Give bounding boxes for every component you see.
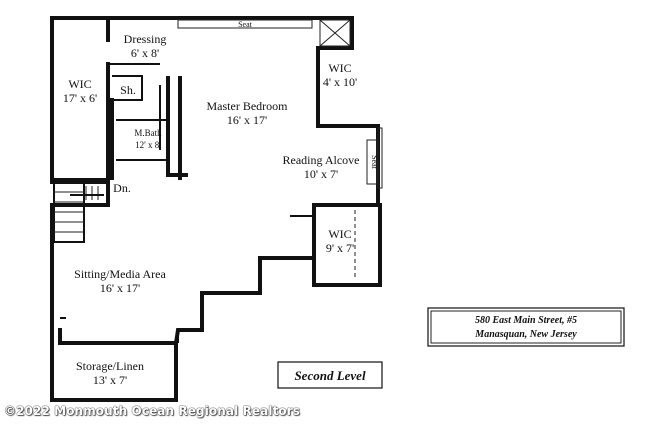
wic-left-name: WIC <box>68 77 91 91</box>
seat-top: Seat <box>177 19 313 29</box>
room-labels: Dressing 6' x 8' WIC 17' x 6' Sh. M.Bath… <box>63 32 360 387</box>
wic-left-size: 17' x 6' <box>63 91 97 105</box>
wic-right-bottom-name: WIC <box>328 227 351 241</box>
interior-walls <box>50 16 314 343</box>
sitting-media-size: 16' x 17' <box>100 281 140 295</box>
shower-label: Sh. <box>120 83 136 97</box>
dressing-name: Dressing <box>124 32 167 46</box>
window-right <box>377 127 383 189</box>
master-bedroom-name: Master Bedroom <box>207 99 289 113</box>
master-bath-size: 12' x 8' <box>135 140 161 150</box>
level-title-box: Second Level <box>277 361 383 389</box>
storage-linen-name: Storage/Linen <box>76 359 144 373</box>
reading-alcove-name: Reading Alcove <box>283 153 360 167</box>
chimney-box <box>319 19 351 47</box>
address-box: 580 East Main Street, #5 Manasquan, New … <box>427 307 625 347</box>
level-title: Second Level <box>294 368 366 383</box>
address-line2: Manasquan, New Jersey <box>474 329 577 340</box>
wic-right-top-size: 4' x 10' <box>323 75 357 89</box>
wic-right-bottom-size: 9' x 7' <box>326 241 354 255</box>
master-bath-name: M.Bath <box>134 128 162 138</box>
sitting-media-name: Sitting/Media Area <box>74 267 166 281</box>
stairs <box>53 181 104 243</box>
dressing-size: 6' x 8' <box>131 46 159 60</box>
exterior-walls <box>50 16 382 402</box>
seat-side-label: Seat <box>370 155 379 170</box>
down-label: Dn. <box>113 181 131 195</box>
copyright-watermark: ©2022 Monmouth Ocean Regional Realtors <box>4 404 301 418</box>
reading-alcove-size: 10' x 7' <box>304 167 338 181</box>
seat-top-label: Seat <box>238 20 253 29</box>
wic-right-top-name: WIC <box>328 61 351 75</box>
seat-side: Seat <box>366 139 379 185</box>
storage-linen-size: 13' x 7' <box>93 373 127 387</box>
master-bedroom-size: 16' x 17' <box>227 113 267 127</box>
address-line1: 580 East Main Street, #5 <box>475 315 577 326</box>
